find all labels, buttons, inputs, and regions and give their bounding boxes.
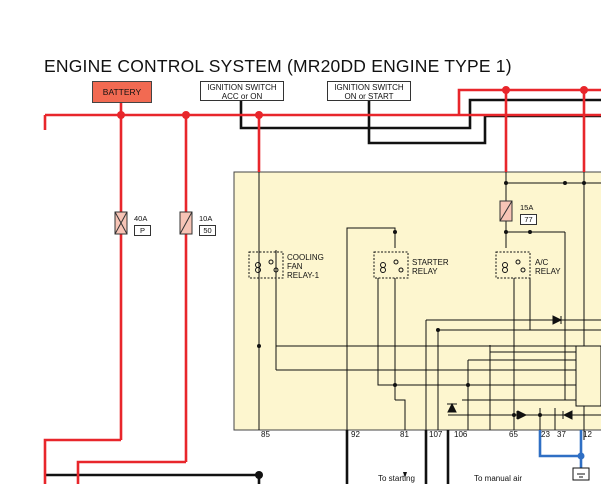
starter-relay-line-1: STARTER xyxy=(412,258,449,267)
ac-relay-line-2: RELAY xyxy=(535,267,561,276)
pin-85: 85 xyxy=(261,430,270,439)
cooling-fan-relay-label: COOLING FAN RELAY-1 xyxy=(287,253,324,280)
fuse-15a-number: 77 xyxy=(520,214,537,225)
ground-symbol xyxy=(572,467,590,481)
ignition-start-line-2: ON or START xyxy=(344,92,394,101)
pin-107: 107 xyxy=(429,430,443,439)
cooling-fan-relay-line-2: FAN xyxy=(287,262,303,271)
pin-106: 106 xyxy=(454,430,468,439)
pin-23: 23 xyxy=(541,430,550,439)
fuse-40a-amps: 40A xyxy=(134,214,148,223)
to-starting-label: To starting xyxy=(378,474,415,483)
control-module-box xyxy=(233,171,601,431)
power-wires xyxy=(43,88,601,484)
ground-junction-dot xyxy=(255,471,263,479)
ignition-acc-line-1: IGNITION SWITCH xyxy=(207,83,277,92)
starter-relay-line-2: RELAY xyxy=(412,267,438,276)
ac-relay-label: A/C RELAY xyxy=(535,258,561,276)
fuse-10a-number: 50 xyxy=(199,225,216,236)
relay-starter xyxy=(373,251,409,279)
battery-label: BATTERY xyxy=(92,81,152,103)
starter-relay-label: STARTER RELAY xyxy=(412,258,449,276)
fuse-40a xyxy=(114,211,128,235)
ignition-switch-acc-label: IGNITION SWITCH ACC or ON xyxy=(200,81,284,101)
ignition-start-line-1: IGNITION SWITCH xyxy=(334,83,404,92)
ac-relay-line-1: A/C xyxy=(535,258,549,267)
ignition-switch-start-label: IGNITION SWITCH ON or START xyxy=(327,81,411,101)
cooling-fan-relay-line-3: RELAY-1 xyxy=(287,271,320,280)
fuse-40a-number: P xyxy=(134,225,151,236)
pin-81: 81 xyxy=(400,430,409,439)
relay-cooling-fan xyxy=(248,251,284,279)
fuse-10a xyxy=(179,211,193,235)
fuse-10a-amps: 10A xyxy=(199,214,213,223)
internal-wiring xyxy=(258,172,601,440)
relay-ac xyxy=(495,251,531,279)
diagram-title: ENGINE CONTROL SYSTEM (MR20DD ENGINE TYP… xyxy=(44,56,512,76)
cooling-fan-relay-line-1: COOLING xyxy=(287,253,324,262)
internal-junction-dots xyxy=(257,181,586,417)
pin-37: 37 xyxy=(557,430,566,439)
to-manual-air-label: To manual air xyxy=(474,474,523,483)
fuse-15a-amps: 15A xyxy=(520,203,534,212)
signal-junction-dot xyxy=(577,452,585,460)
pin-92: 92 xyxy=(351,430,360,439)
pin-12: 12 xyxy=(583,430,592,439)
junction-dots xyxy=(117,86,588,119)
ignition-acc-line-2: ACC or ON xyxy=(221,92,263,101)
diodes xyxy=(447,315,573,420)
pin-65: 65 xyxy=(509,430,518,439)
arrow-marks xyxy=(403,472,407,478)
